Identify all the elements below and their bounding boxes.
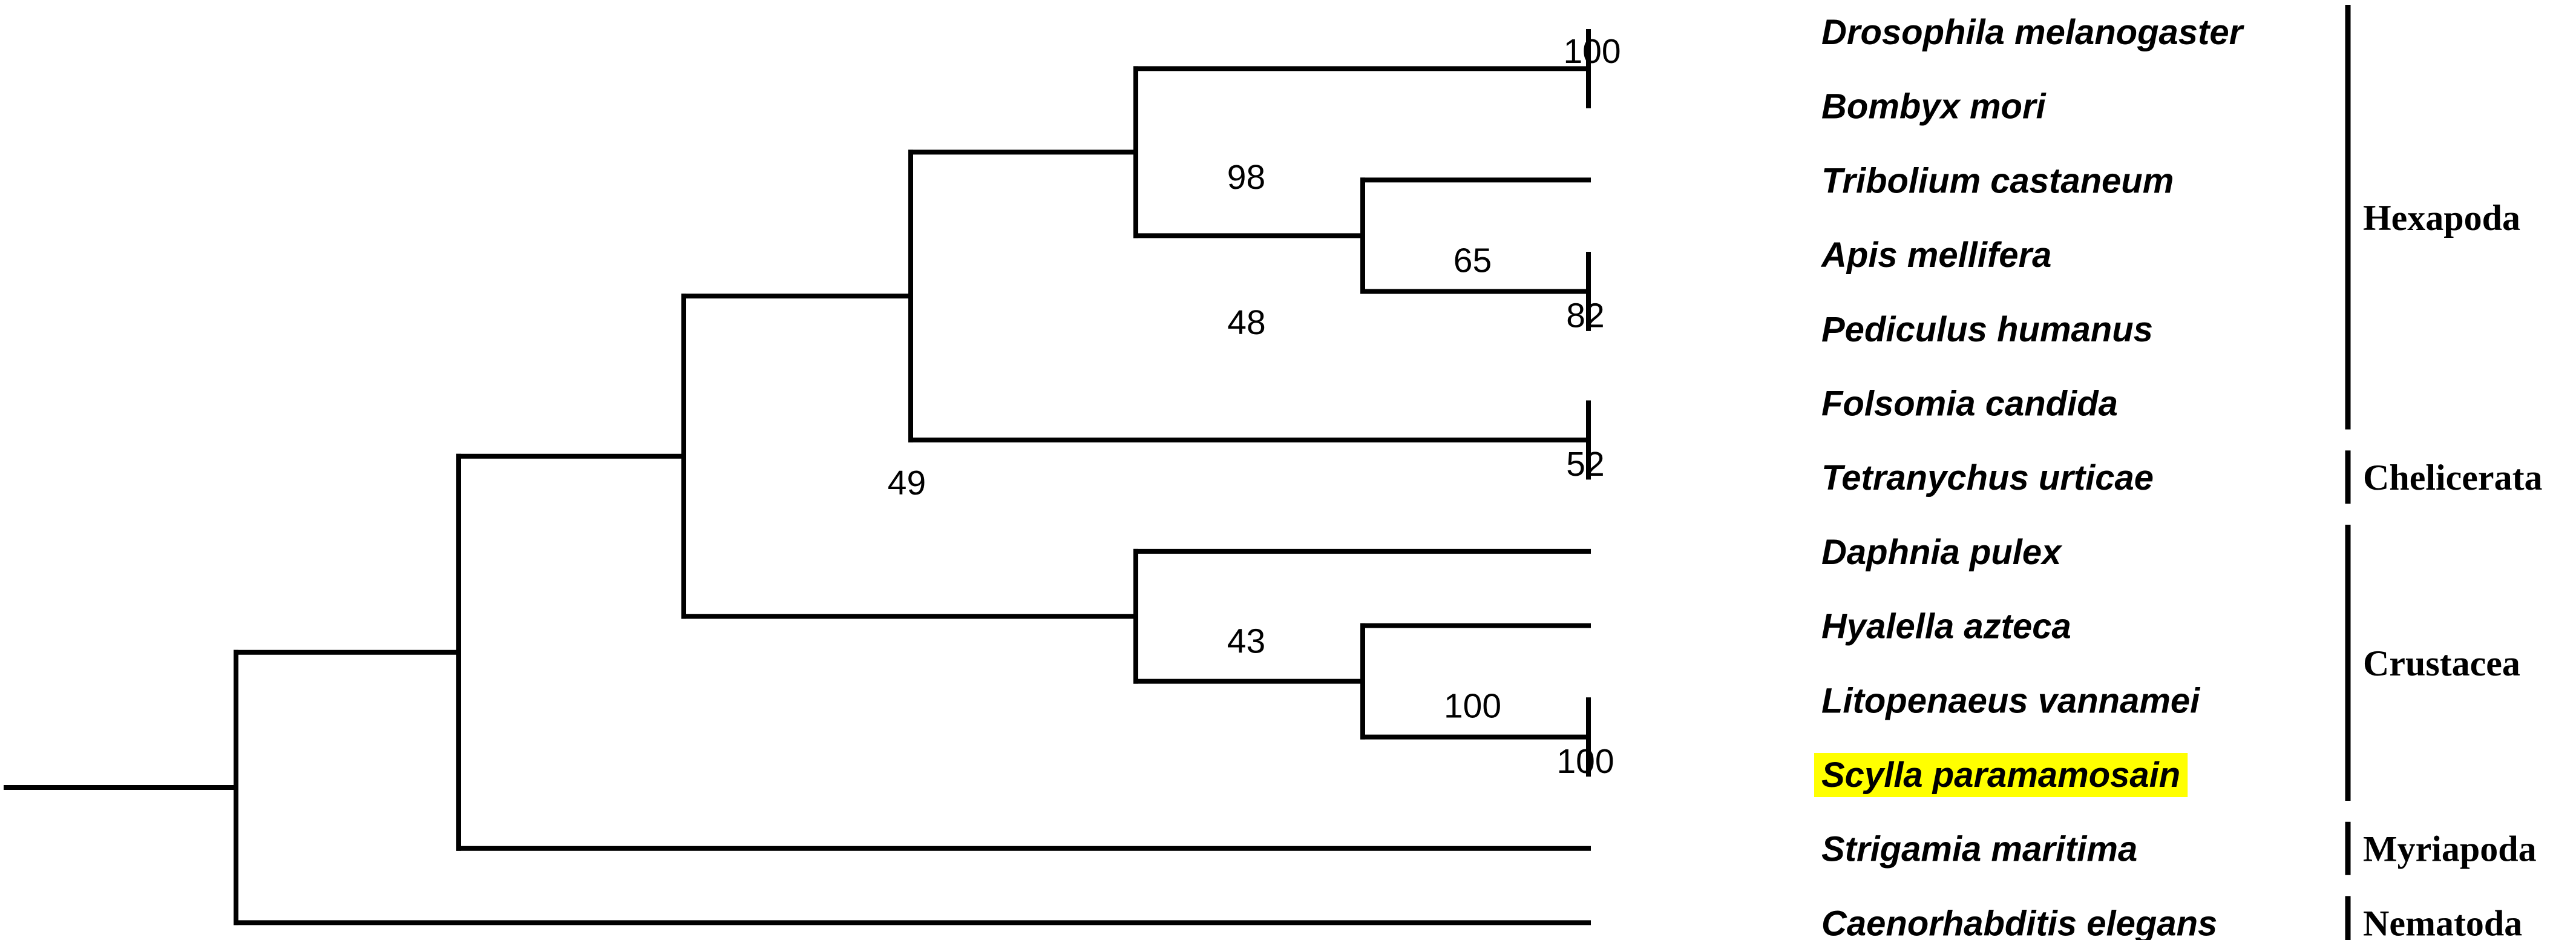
taxon-label-am: Apis mellifera (1820, 235, 2051, 275)
taxon-label-ha: Hyalella azteca (1821, 607, 2071, 646)
clade-label-crustacea: Crustacea (2363, 643, 2520, 683)
support-value-n_hexa: 48 (1227, 303, 1265, 342)
clade-annotations: HexapodaChelicerataCrustaceaMyriapodaNem… (2345, 5, 2543, 940)
support-value-n_insects: 98 (1227, 158, 1265, 197)
support-value-n_ha_lvsp: 100 (1444, 686, 1501, 725)
taxon-label-sm: Strigamia maritima (1821, 830, 2137, 869)
taxon-label-fc: Folsomia candida (1821, 384, 2118, 424)
clade-label-nematoda: Nematoda (2363, 903, 2522, 940)
taxon-highlight (1814, 753, 2188, 797)
taxon-label-tc: Tribolium castaneum (1821, 161, 2174, 200)
support-value-n_crust: 43 (1227, 622, 1265, 660)
taxon-label-lv: Litopenaeus vannamei (1821, 681, 2201, 720)
clade-label-hexapoda: Hexapoda (2363, 198, 2520, 238)
taxon-label-tu: Tetranychus urticae (1821, 458, 2154, 498)
support-value-n_pancrust: 49 (888, 464, 926, 502)
taxon-label-dp: Daphnia pulex (1821, 533, 2063, 572)
support-value-n_tc_amph: 65 (1454, 241, 1492, 280)
taxon-label-sp: Scylla paramamosain (1821, 755, 2180, 795)
taxon-label-dm: Drosophila melanogaster (1821, 13, 2245, 52)
support-value-n_lv_sp: 100 (1556, 742, 1614, 781)
taxon-label-ph: Pediculus humanus (1821, 310, 2153, 349)
taxon-label-ce: Caenorhabditis elegans (1821, 904, 2217, 940)
support-value-n_dm_bm: 100 (1563, 32, 1621, 71)
clade-label-chelicerata: Chelicerata (2363, 458, 2543, 498)
support-value-n_fc_tu: 52 (1566, 445, 1604, 484)
clade-label-myriapoda: Myriapoda (2363, 829, 2537, 869)
tree-branches (4, 29, 1591, 925)
taxon-label-bm: Bombyx mori (1821, 87, 2047, 127)
support-value-n_am_ph: 82 (1566, 297, 1604, 335)
support-values: 100 82 65 98 52 48 100 100 43 49 (888, 32, 1621, 781)
